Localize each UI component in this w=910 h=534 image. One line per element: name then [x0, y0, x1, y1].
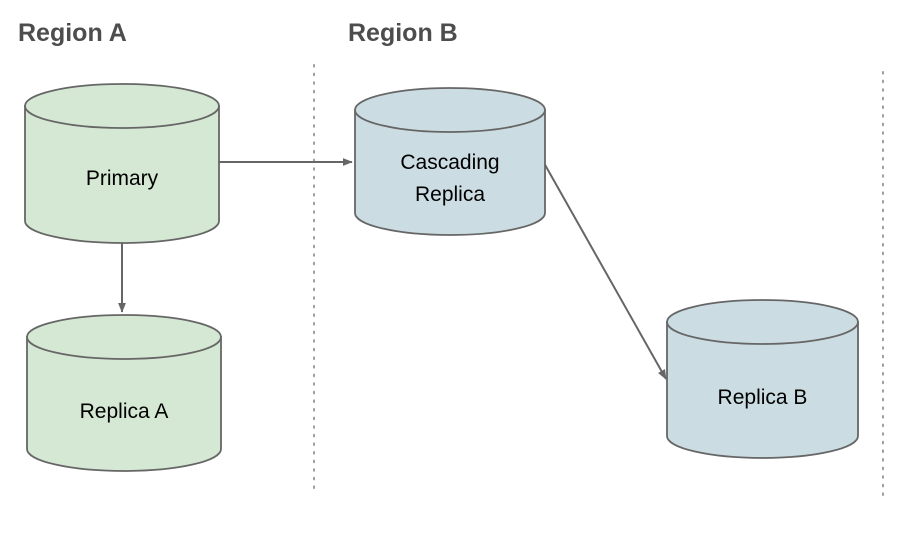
node-replica-b[interactable]: Replica B [666, 299, 859, 459]
primary-cylinder-top [24, 83, 220, 129]
primary-label: Primary [86, 167, 159, 190]
replica-a-cylinder-top [26, 314, 222, 360]
cascading-replica-label-line2: Replica [415, 183, 485, 206]
edge-cascading-to-replica-b [543, 162, 667, 380]
replica-b-cylinder-top [666, 299, 859, 345]
region-labels: Region A Region B [18, 19, 458, 47]
replica-b-cylinder-body [666, 321, 859, 459]
replica-a-cylinder-body [26, 336, 222, 472]
primary-cylinder-body [24, 105, 220, 244]
region-b-label: Region B [348, 19, 458, 47]
node-primary[interactable]: Primary [24, 83, 220, 244]
node-replica-a[interactable]: Replica A [26, 314, 222, 472]
cascading-replica-cylinder-top [354, 87, 546, 133]
edges [118, 158, 667, 380]
cascading-replica-cylinder-body [354, 109, 546, 236]
replica-a-label: Replica A [80, 400, 169, 423]
region-a-label: Region A [18, 19, 127, 47]
node-cascading-replica[interactable]: Cascading Replica [354, 87, 546, 236]
replica-b-label: Replica B [718, 386, 808, 409]
region-dividers [313, 64, 884, 501]
cascading-replica-label-line1: Cascading [400, 151, 499, 174]
